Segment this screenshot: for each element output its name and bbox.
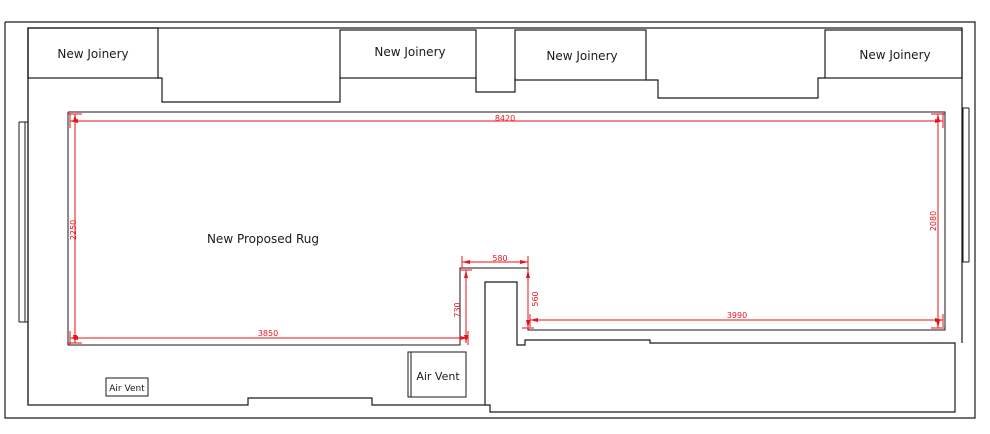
air-vent-left-label: Air Vent [109,384,145,394]
dim-left-height-text: 2250 [69,220,78,240]
joinery-box-1 [27,27,159,79]
air-vent-right-box [407,351,467,398]
dim-right-bottom: 3990 [529,311,944,327]
dim-notch-width: 580 [461,254,529,268]
joinery-box-3 [514,29,647,81]
room-outline [27,27,963,405]
dim-notch-right-height-text: 560 [531,291,540,306]
dim-right-height-text: 2080 [929,211,938,231]
joinery-wall-line-3 [646,77,825,99]
air-vent-left-box [105,377,149,397]
left-window [18,121,28,323]
outer-wall [4,21,976,419]
dim-total-width: 8420 [69,113,944,128]
joinery-wall-line [157,77,341,103]
dim-notch-width-text: 580 [492,254,507,263]
dim-notch-left-height-text: 730 [453,302,462,317]
joinery-label-2: New Joinery [374,45,445,59]
dim-right-height: 2080 [929,113,945,329]
dim-left-bottom: 3850 [69,329,469,345]
rug-outline [67,111,946,346]
joinery-wall-line-2 [475,78,516,93]
dim-left-bottom-text: 3850 [258,329,278,338]
dim-notch-left-height: 730 [453,269,472,343]
dim-left-height: 2250 [68,113,82,344]
joinery-label-3: New Joinery [546,49,617,63]
right-window [962,107,970,263]
dim-right-bottom-text: 3990 [727,311,747,320]
dim-notch-right-height: 560 [522,270,540,329]
inner-wall [27,28,956,413]
joinery-label-4: New Joinery [859,48,930,62]
joinery-label-1: New Joinery [57,47,128,61]
joinery-box-2 [339,29,477,79]
joinery-box-4 [824,29,963,79]
air-vent-right-label: Air Vent [416,370,460,383]
rug-label: New Proposed Rug [207,232,319,246]
dim-total-width-text: 8420 [495,114,515,123]
